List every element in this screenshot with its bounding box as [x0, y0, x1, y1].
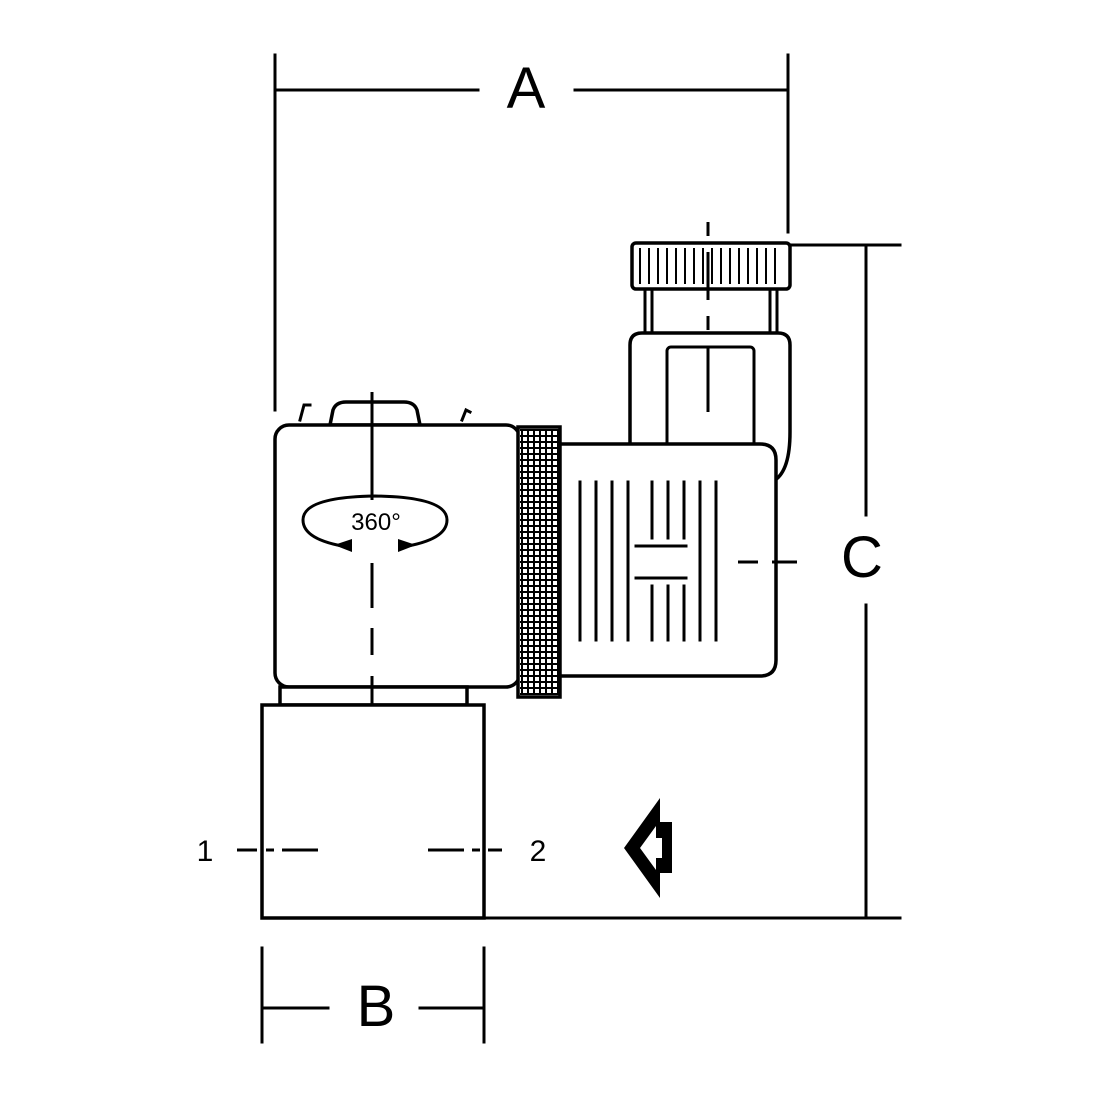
rotation-360-icon: 360° [301, 494, 449, 552]
knurled-ring [516, 425, 562, 699]
dimension-b: B [260, 946, 486, 1044]
coil-housing [273, 392, 522, 785]
rotation-label: 360° [351, 509, 401, 536]
port-2-label: 2 [530, 835, 547, 868]
flow-direction-arrow-icon [624, 798, 672, 898]
port-1-label: 1 [197, 835, 214, 868]
dimension-c: C [788, 243, 902, 920]
dimension-a: A [273, 53, 790, 412]
plug-housing [558, 442, 797, 678]
dimension-b-label: B [357, 974, 396, 1039]
port-axis: 1 2 [197, 835, 547, 868]
valve-body [260, 703, 486, 920]
dimension-c-label: C [841, 525, 883, 590]
connector-plug [628, 222, 792, 484]
dimension-a-label: A [507, 56, 546, 121]
